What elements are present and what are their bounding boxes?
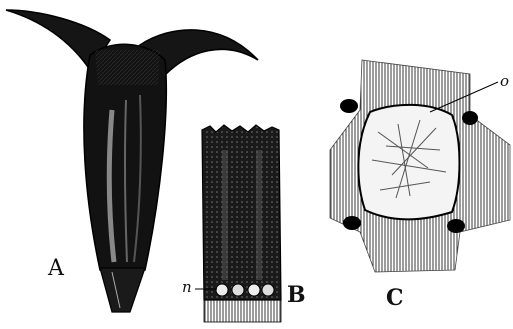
annotation-o-label: o [500, 74, 509, 89]
figure-b-section [195, 125, 281, 322]
figure-a-stalk [100, 268, 145, 312]
figure-b-grain [248, 284, 260, 296]
figure-a-label: A [48, 258, 64, 280]
figure-b-grain [216, 284, 228, 296]
figure-b-tube [202, 125, 281, 300]
figure-b-grain [232, 284, 244, 296]
annotation-n-label: n [182, 280, 192, 295]
figure-b-grain [262, 284, 274, 296]
figure-c-cell [358, 105, 459, 219]
figure-c-label: C [386, 287, 404, 309]
figure-c-cross-section [330, 60, 510, 272]
figure-b-label: B [287, 284, 306, 306]
